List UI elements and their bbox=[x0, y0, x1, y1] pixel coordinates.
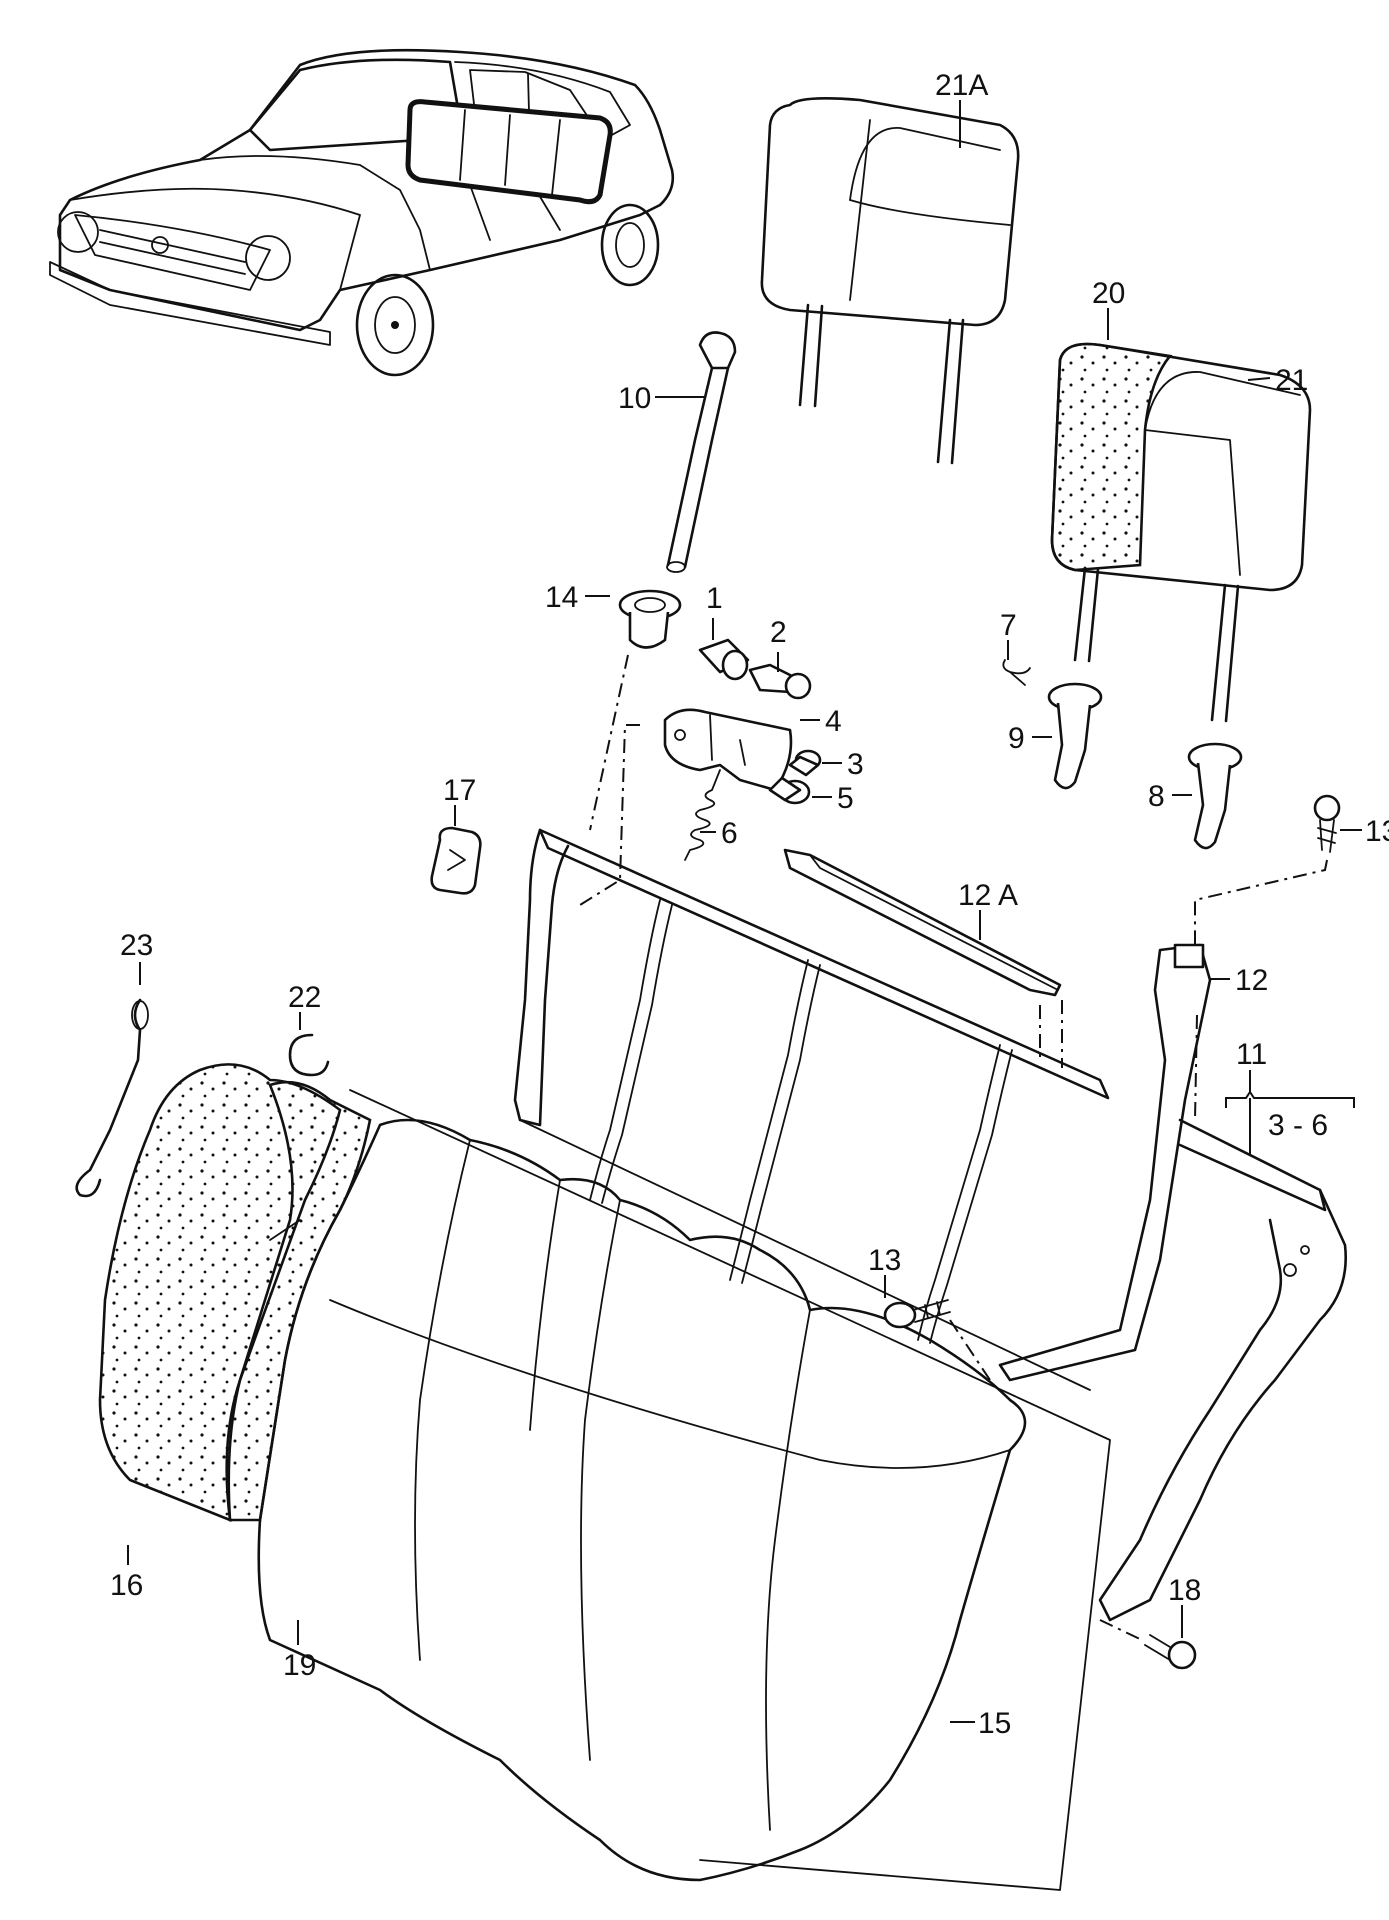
label-18: 18 bbox=[1168, 1574, 1201, 1607]
part-1-bush bbox=[698, 638, 750, 681]
headrest-21a bbox=[760, 97, 1020, 465]
label-5: 5 bbox=[837, 782, 854, 815]
label-12a: 12 A bbox=[958, 879, 1018, 912]
label-20: 20 bbox=[1092, 277, 1125, 310]
label-10: 10 bbox=[618, 382, 651, 415]
headrest-21 bbox=[1050, 342, 1312, 723]
part-5-bolt bbox=[768, 776, 811, 805]
label-19: 19 bbox=[283, 1649, 316, 1682]
part-10-release-rod bbox=[666, 331, 737, 573]
label-22: 22 bbox=[288, 981, 321, 1014]
assembly-lines bbox=[579, 654, 1328, 1641]
seat-back-frame bbox=[513, 828, 1347, 1622]
car-illustration bbox=[49, 48, 675, 377]
label-21a: 21A bbox=[935, 69, 988, 102]
part-2-bolt bbox=[748, 663, 812, 700]
part-8-guide bbox=[1187, 742, 1243, 850]
label-4: 4 bbox=[825, 705, 842, 738]
label-11-range: 3 - 6 bbox=[1268, 1109, 1328, 1142]
label-12: 12 bbox=[1235, 964, 1268, 997]
part-9-guide bbox=[1047, 682, 1103, 790]
label-7: 7 bbox=[1000, 609, 1017, 642]
part-23-cable bbox=[75, 998, 149, 1198]
label-15: 15 bbox=[978, 1707, 1011, 1740]
part-17-pad bbox=[430, 826, 482, 895]
part-labels: 21A 20 21 10 14 1 2 4 3 5 6 7 9 8 13 17 … bbox=[110, 69, 1389, 1740]
part-3-nut bbox=[788, 749, 822, 777]
label-21: 21 bbox=[1275, 364, 1308, 397]
label-16: 16 bbox=[110, 1569, 143, 1602]
seat-cushion bbox=[98, 1063, 1111, 1891]
part-13-screw-lower bbox=[883, 1299, 951, 1329]
label-3: 3 bbox=[847, 748, 864, 781]
label-13-upper: 13 bbox=[1365, 815, 1389, 848]
label-23: 23 bbox=[120, 929, 153, 962]
leader-lines bbox=[127, 100, 1362, 1723]
label-2: 2 bbox=[770, 616, 787, 649]
label-14: 14 bbox=[545, 581, 578, 614]
part-22-circlip bbox=[288, 1033, 330, 1077]
part-14-guide-sleeve bbox=[618, 589, 682, 649]
part-7-clip bbox=[1002, 659, 1031, 686]
part-6-spring bbox=[684, 769, 721, 861]
label-9: 9 bbox=[1008, 722, 1025, 755]
label-6: 6 bbox=[721, 817, 738, 850]
part-18-bolt bbox=[1144, 1634, 1197, 1670]
label-1: 1 bbox=[706, 582, 723, 615]
label-8: 8 bbox=[1148, 780, 1165, 813]
label-13-lower: 13 bbox=[868, 1244, 901, 1277]
label-17: 17 bbox=[443, 774, 476, 807]
label-11: 11 bbox=[1236, 1038, 1267, 1071]
part-12a-reinforcement bbox=[783, 848, 1062, 997]
part-4-bracket bbox=[663, 708, 793, 792]
part-13-screw-upper bbox=[1313, 794, 1341, 853]
